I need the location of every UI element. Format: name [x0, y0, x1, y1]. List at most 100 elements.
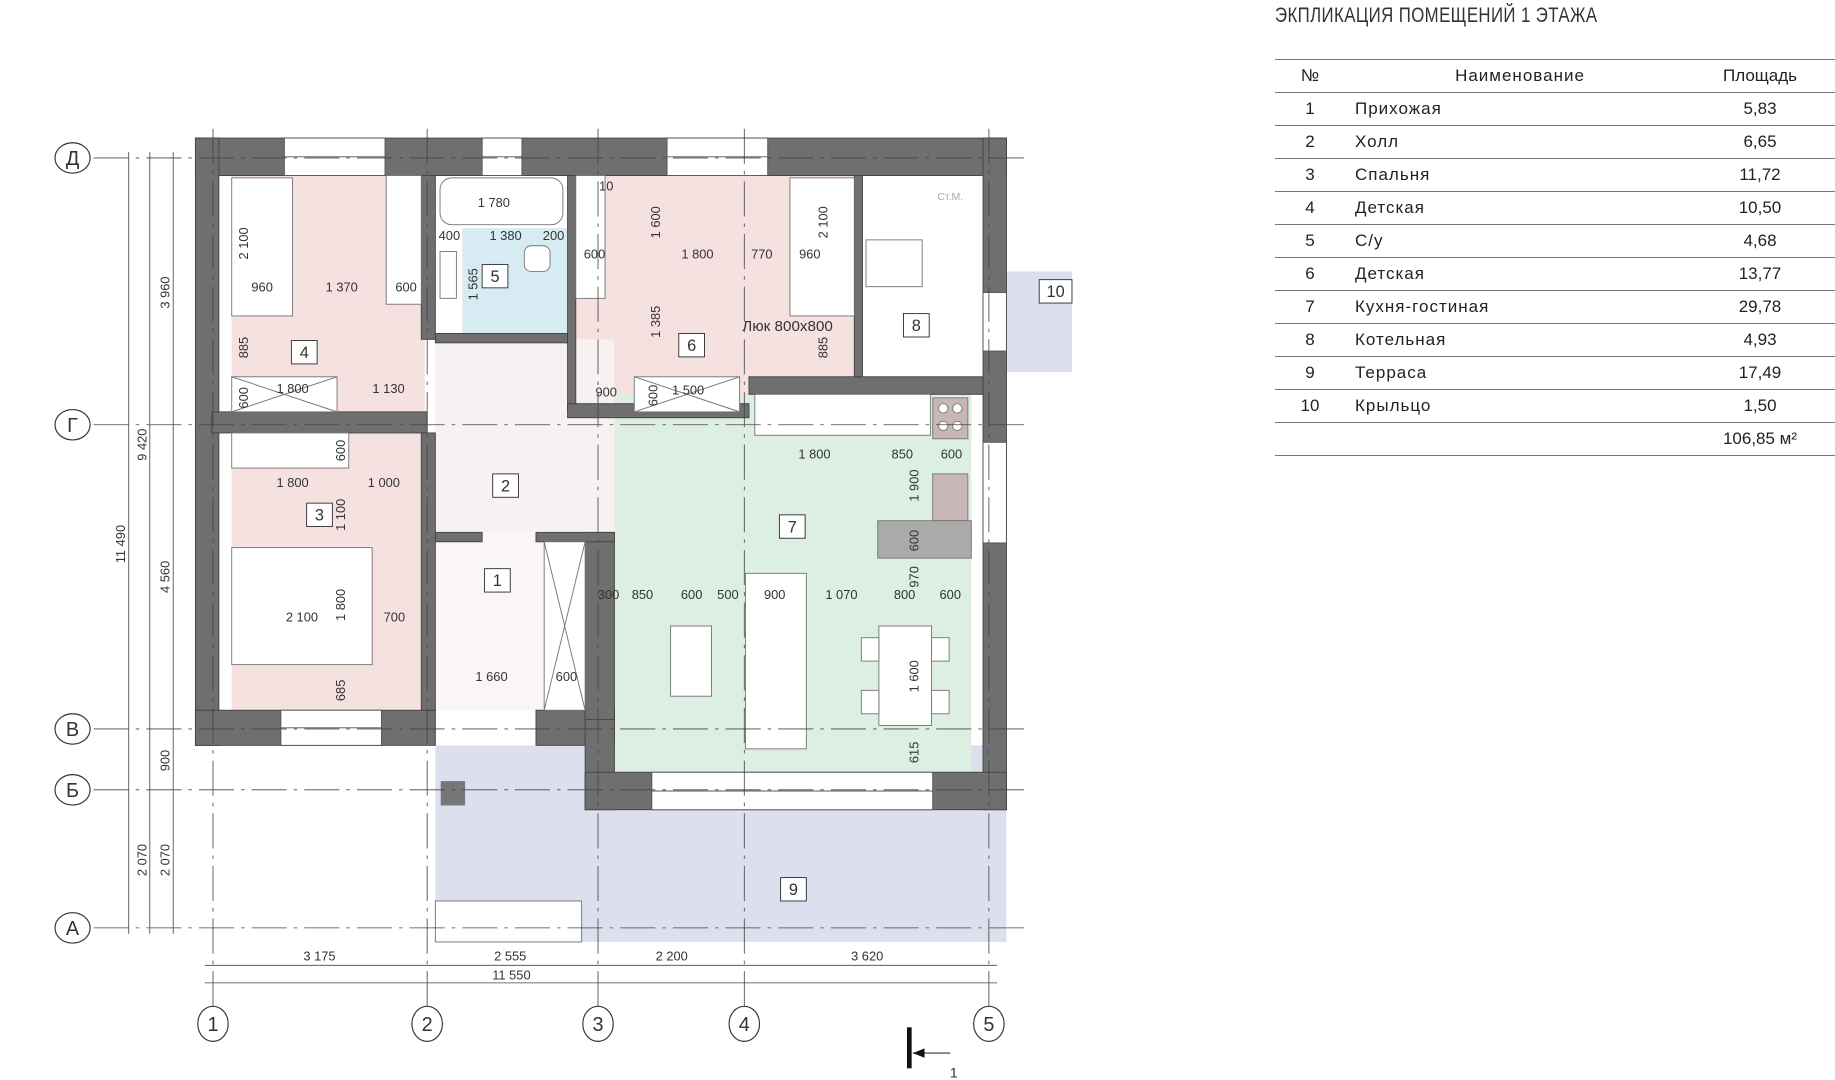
- dim: 600: [556, 669, 577, 684]
- sink: [439, 251, 457, 299]
- dim: 1 370: [326, 279, 358, 294]
- dim: 770: [751, 247, 772, 262]
- row-area: 4,93: [1685, 323, 1835, 357]
- row-name: Терраса: [1345, 356, 1685, 390]
- header-area: Площадь: [1685, 59, 1835, 93]
- dim: 600: [646, 385, 661, 406]
- dim: 1 565: [465, 268, 480, 300]
- dim: 1 900: [907, 469, 922, 501]
- dim: 700: [384, 609, 405, 624]
- room-tag-2: 2: [501, 477, 510, 495]
- dim: 1 600: [648, 206, 663, 238]
- section-mark: 1: [906, 1027, 958, 1080]
- dim: 850: [892, 447, 913, 462]
- dim: 600: [940, 587, 961, 602]
- dim: 1 800: [798, 447, 830, 462]
- header-name: Наименование: [1345, 59, 1685, 93]
- axis-lines: [93, 128, 1030, 1007]
- dining-table: [878, 625, 933, 726]
- row-num: 8: [1275, 323, 1345, 357]
- bed-room6: [789, 177, 855, 317]
- room-tag-1: 1: [493, 572, 502, 590]
- row-name: Детская: [1345, 257, 1685, 291]
- dim: 600: [941, 447, 962, 462]
- dim: 1 800: [333, 589, 348, 621]
- row-area: 5,83: [1685, 92, 1835, 126]
- row-area: 11,72: [1685, 158, 1835, 192]
- row-num: 3: [1275, 158, 1345, 192]
- axis-col-label: 4: [739, 1014, 750, 1036]
- room-tags: [290, 263, 1073, 902]
- dim: 1 100: [333, 499, 348, 531]
- dim: 600: [584, 247, 605, 262]
- dim: 1 660: [475, 669, 507, 684]
- dim: 1 800: [276, 475, 308, 490]
- dim: 1 600: [907, 660, 922, 692]
- island: [877, 520, 972, 559]
- dim: 970: [907, 566, 922, 587]
- dim: 1 800: [276, 381, 308, 396]
- bed-room4: [231, 177, 294, 317]
- row-name: Кухня-гостиная: [1345, 290, 1685, 324]
- row-name: Детская: [1345, 191, 1685, 225]
- row-name: Холл: [1345, 125, 1685, 159]
- dim: 960: [251, 279, 272, 294]
- windows: [280, 137, 1007, 811]
- hall-fill: [435, 339, 615, 533]
- axis-row-label: Г: [67, 415, 78, 437]
- dim: 1 800: [681, 247, 713, 262]
- row-area: 13,77: [1685, 257, 1835, 291]
- dim: 800: [894, 587, 915, 602]
- schedule-title: ЭКПЛИКАЦИЯ ПОМЕЩЕНИЙ 1 ЭТАЖА: [1275, 4, 1598, 27]
- axis-row-label: В: [66, 719, 79, 741]
- axis-col-label: 5: [983, 1014, 994, 1036]
- room-tag-9: 9: [789, 881, 798, 899]
- room-tag-6: 6: [687, 337, 696, 355]
- room-tag-3: 3: [315, 507, 324, 525]
- room-tag-8: 8: [912, 317, 921, 335]
- dim: 2 100: [286, 609, 318, 624]
- table-total-row: 106,85 м²: [1275, 422, 1835, 456]
- row-name: Котельная: [1345, 323, 1685, 357]
- dim: 1 780: [478, 195, 510, 210]
- dim-left: 11 490: [113, 525, 128, 563]
- dim: 1 500: [672, 382, 704, 397]
- header-num: №: [1275, 59, 1345, 93]
- dim: 200: [543, 228, 564, 243]
- boiler: [865, 239, 923, 288]
- dim: 885: [236, 337, 251, 358]
- room-tag-7: 7: [788, 518, 797, 536]
- axis-row-label: Б: [66, 780, 79, 802]
- desk-room4: [385, 175, 422, 305]
- dimension-lines: [128, 152, 998, 984]
- dim-left: 2 070: [134, 844, 149, 876]
- dim-left: 2 070: [158, 844, 173, 876]
- row-num: 9: [1275, 356, 1345, 390]
- dim-left: 3 960: [158, 276, 173, 308]
- dim: 1 380: [489, 228, 521, 243]
- dim: 600: [236, 387, 251, 408]
- row-num: 5: [1275, 224, 1345, 258]
- dim-left: 9 420: [134, 429, 149, 461]
- dim: 300: [598, 587, 619, 602]
- dim: 885: [815, 337, 830, 358]
- hatch-label: Люк 800х800: [742, 318, 833, 335]
- room-tag-10: 10: [1046, 283, 1064, 301]
- row-name: Спальня: [1345, 158, 1685, 192]
- wardrobe-room3: [231, 432, 350, 469]
- axis-row-label: А: [66, 918, 80, 940]
- axis-col-label: 1: [207, 1014, 218, 1036]
- row-num: 7: [1275, 290, 1345, 324]
- dim: 600: [395, 279, 416, 294]
- dim-left: 900: [158, 750, 173, 771]
- furniture: [231, 175, 972, 943]
- stove: [932, 397, 969, 440]
- room-tag-4: 4: [300, 344, 309, 362]
